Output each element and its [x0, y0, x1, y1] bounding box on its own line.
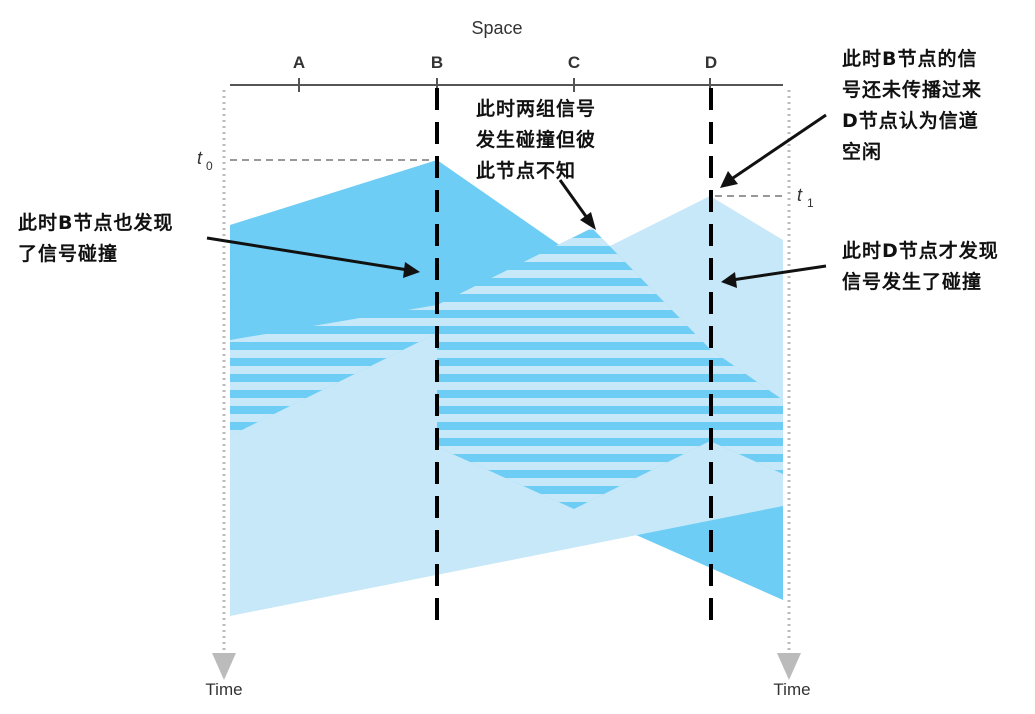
time-label-right: Time: [773, 680, 810, 699]
time-axes: Time Time: [205, 90, 811, 699]
node-dashed-lines: [435, 88, 713, 630]
collision-stripe: [230, 462, 783, 470]
arrow-top-center: [558, 179, 592, 223]
arrow-right: [731, 264, 827, 282]
collision-stripe: [230, 382, 783, 390]
annotation-arrows: [206, 113, 827, 288]
t0-label: t: [197, 148, 203, 168]
annotation-top-center: 此时两组信号 发生碰撞但彼 此节点不知: [476, 98, 597, 182]
arrow-top-right: [729, 113, 827, 182]
annotation-right: 此时D节点才发现 信号发生了碰撞: [842, 240, 999, 293]
t0-subscript: 0: [206, 159, 213, 173]
node-label-a: A: [293, 53, 305, 72]
annotation-left: 此时B节点也发现 了信号碰撞: [18, 212, 174, 265]
t1-label: t: [797, 185, 803, 205]
arrow-left: [206, 236, 409, 272]
collision-stripe: [230, 302, 783, 310]
node-label-c: C: [568, 53, 580, 72]
collision-stripe: [230, 446, 783, 454]
collision-stripe: [230, 334, 783, 342]
collision-stripe: [230, 350, 783, 358]
t1-subscript: 1: [807, 196, 814, 210]
collision-stripe: [230, 318, 783, 326]
collision-stripe: [230, 286, 783, 294]
time-markers: t 0 t 1: [197, 148, 814, 210]
collision-stripe: [230, 398, 783, 406]
node-label-b: B: [431, 53, 443, 72]
collision-stripe: [230, 270, 783, 278]
collision-stripe: [230, 414, 783, 422]
annotation-top-right: 此时B节点的信 号还未传播过来 D节点认为信道 空闲: [842, 48, 983, 163]
collision-stripe: [230, 366, 783, 374]
time-label-left: Time: [205, 680, 242, 699]
node-label-d: D: [705, 53, 717, 72]
signal-regions: [230, 160, 783, 616]
collision-stripe: [230, 430, 783, 438]
space-axis: Space A B C D: [230, 18, 783, 92]
space-axis-label: Space: [471, 18, 522, 38]
